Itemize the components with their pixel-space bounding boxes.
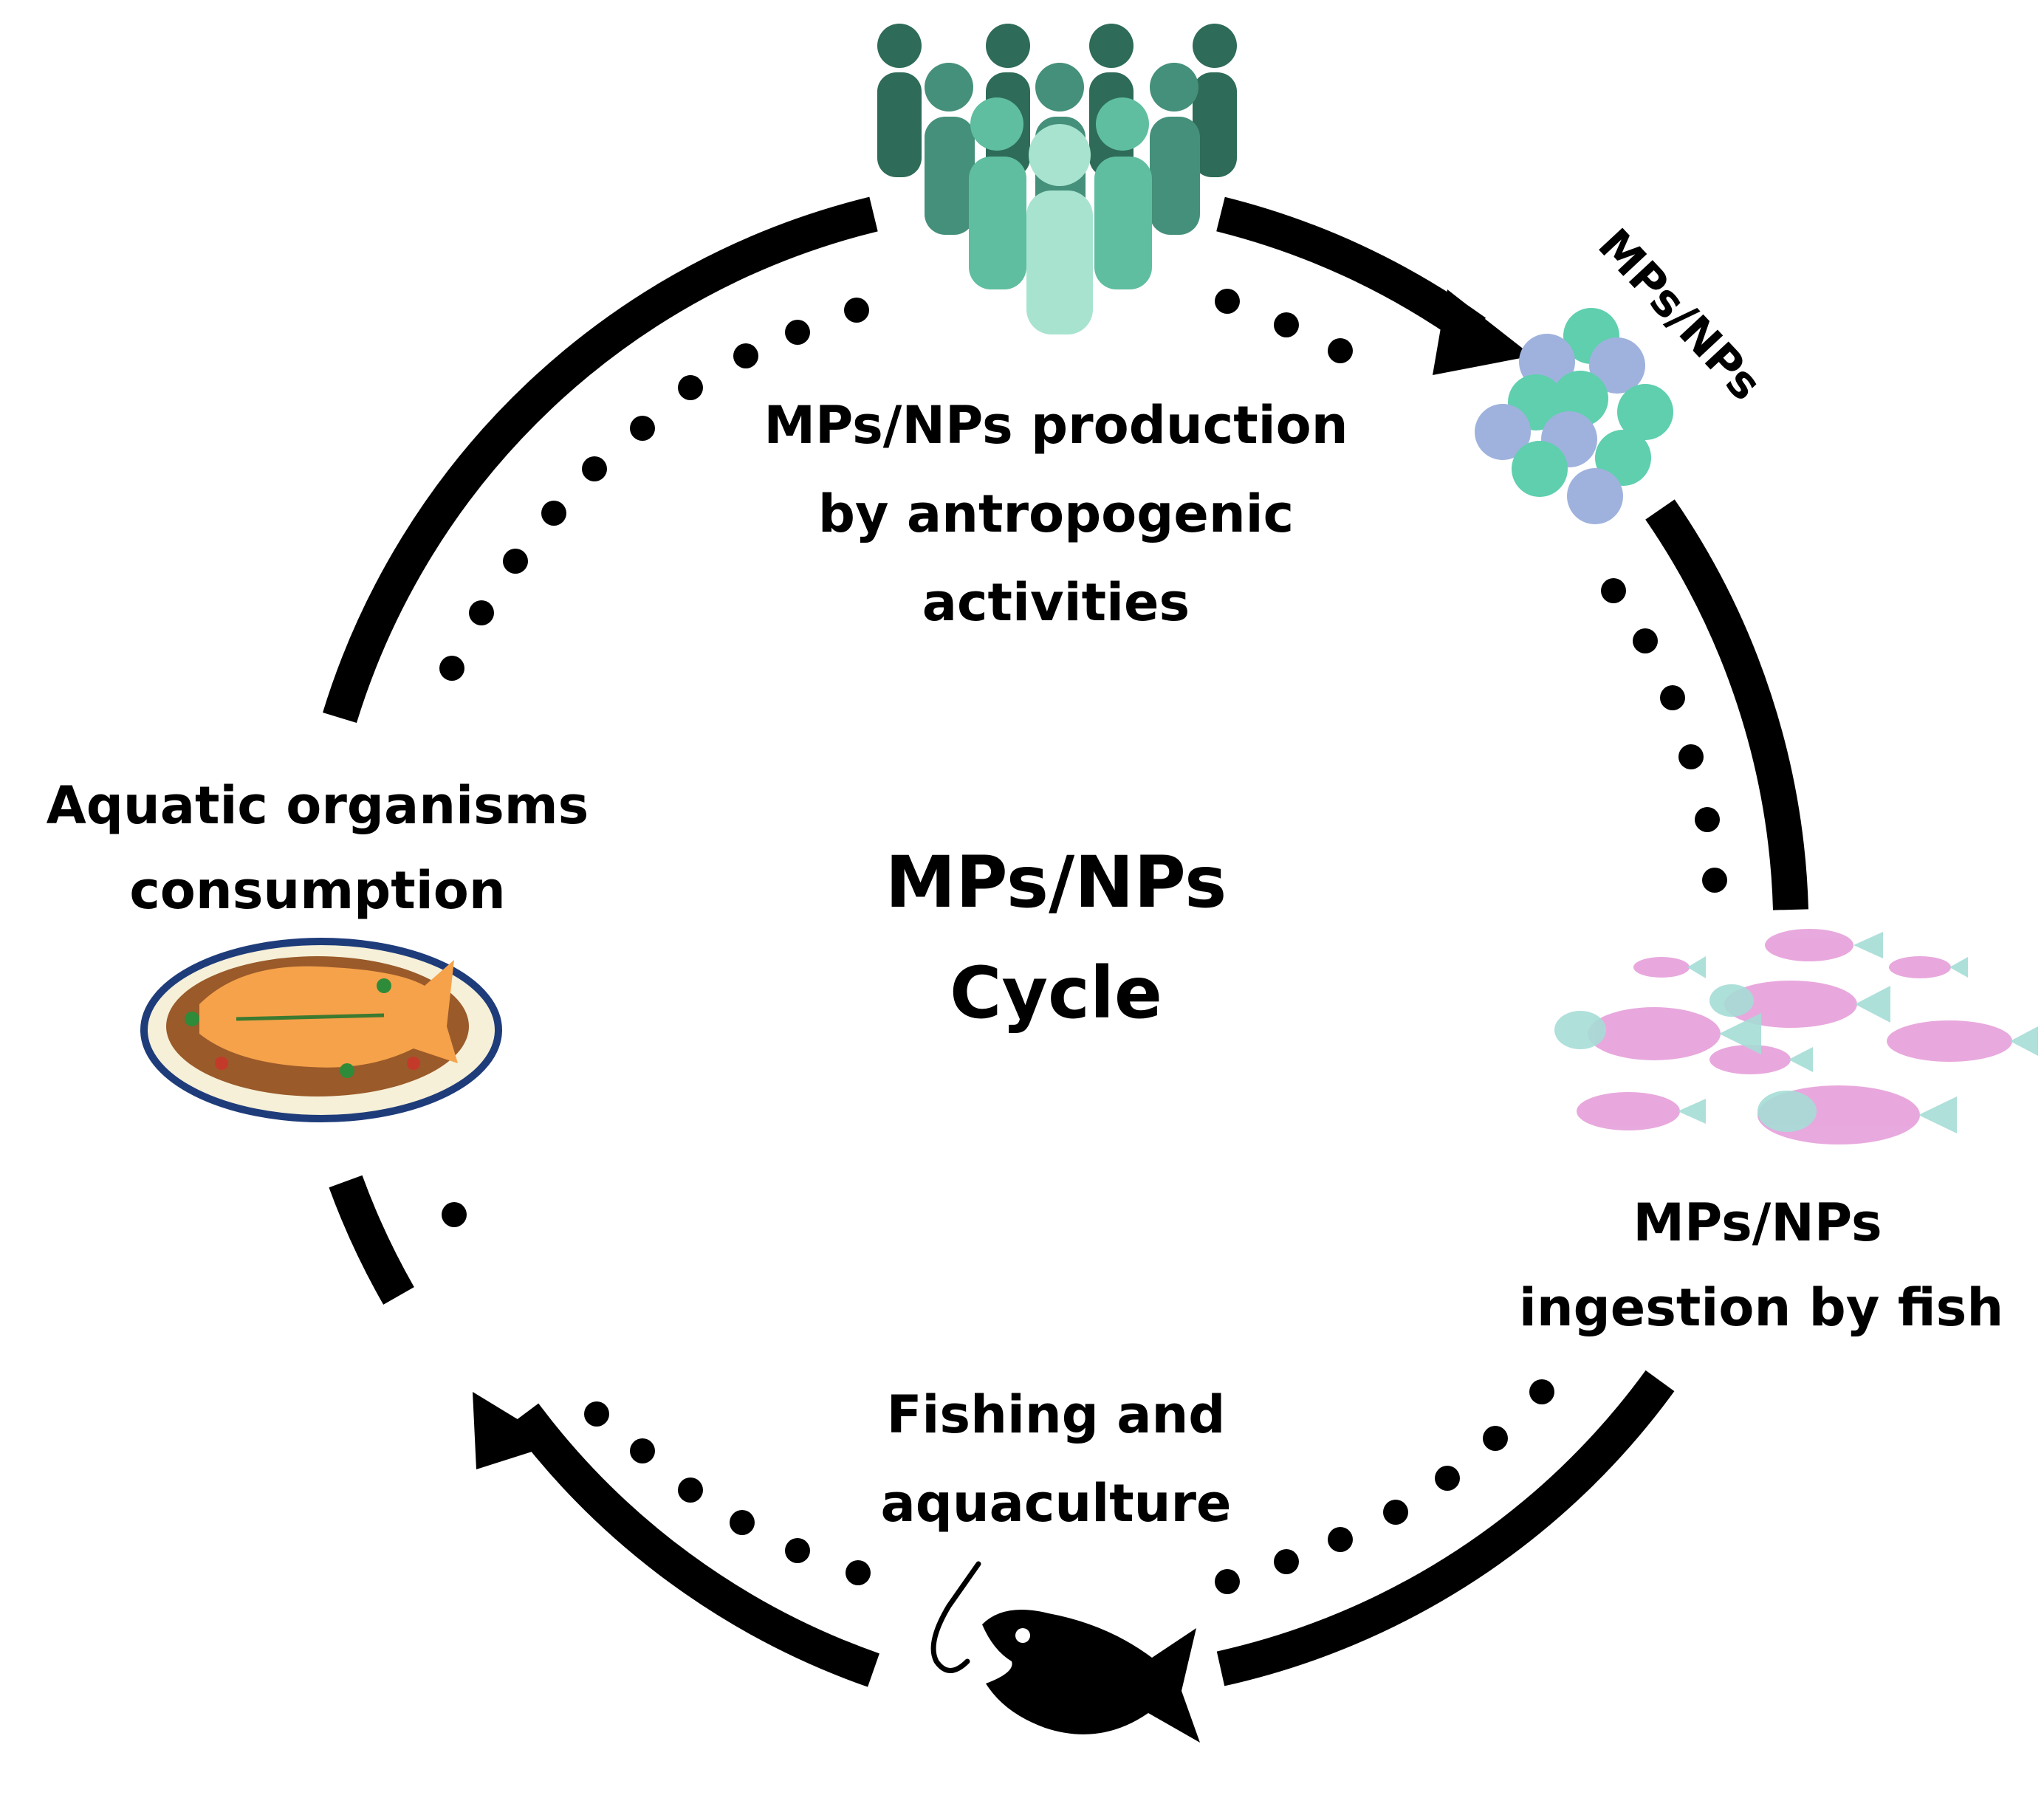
arc-bottom-left (510, 1403, 879, 1687)
arc-right (1645, 499, 1808, 910)
stage-fishing-line1: Fishing and (887, 1384, 1226, 1445)
particles-cluster-icon (1475, 308, 1673, 524)
stage-production-line1: MPs/NPs production (764, 395, 1348, 456)
stage-production-line3: activities (922, 572, 1190, 633)
fish-dish-icon (140, 938, 502, 1122)
arc-bottom-right (1216, 1370, 1675, 1686)
arrowhead-top-right (1433, 289, 1532, 375)
people-crowd-icon (877, 24, 1237, 334)
center-title-line1: MPs/NPs (885, 841, 1227, 924)
arrowhead-bottom-left (473, 1392, 558, 1469)
center-title-line2: Cycle (950, 952, 1162, 1034)
stage-ingestion-line1: MPs/NPs (1633, 1192, 1882, 1253)
arc-left-lower (329, 1175, 414, 1305)
fish-hook-icon (930, 1561, 1200, 1743)
stage-ingestion-line2: ingestion by fish (1519, 1277, 2003, 1338)
stage-consumption-line1: Aquatic organisms (47, 775, 589, 836)
stage-fishing-line2: aquaculture (880, 1473, 1231, 1534)
cycle-arcs (323, 196, 1808, 1687)
stage-production-line2: by antropogenic (818, 484, 1294, 544)
stage-consumption-line2: consumption (129, 860, 505, 921)
arc-top-left (323, 196, 878, 724)
dotted-arcs (439, 289, 1727, 1594)
fish-school-icon (1554, 929, 2038, 1144)
arc-top-right (1216, 196, 1486, 347)
